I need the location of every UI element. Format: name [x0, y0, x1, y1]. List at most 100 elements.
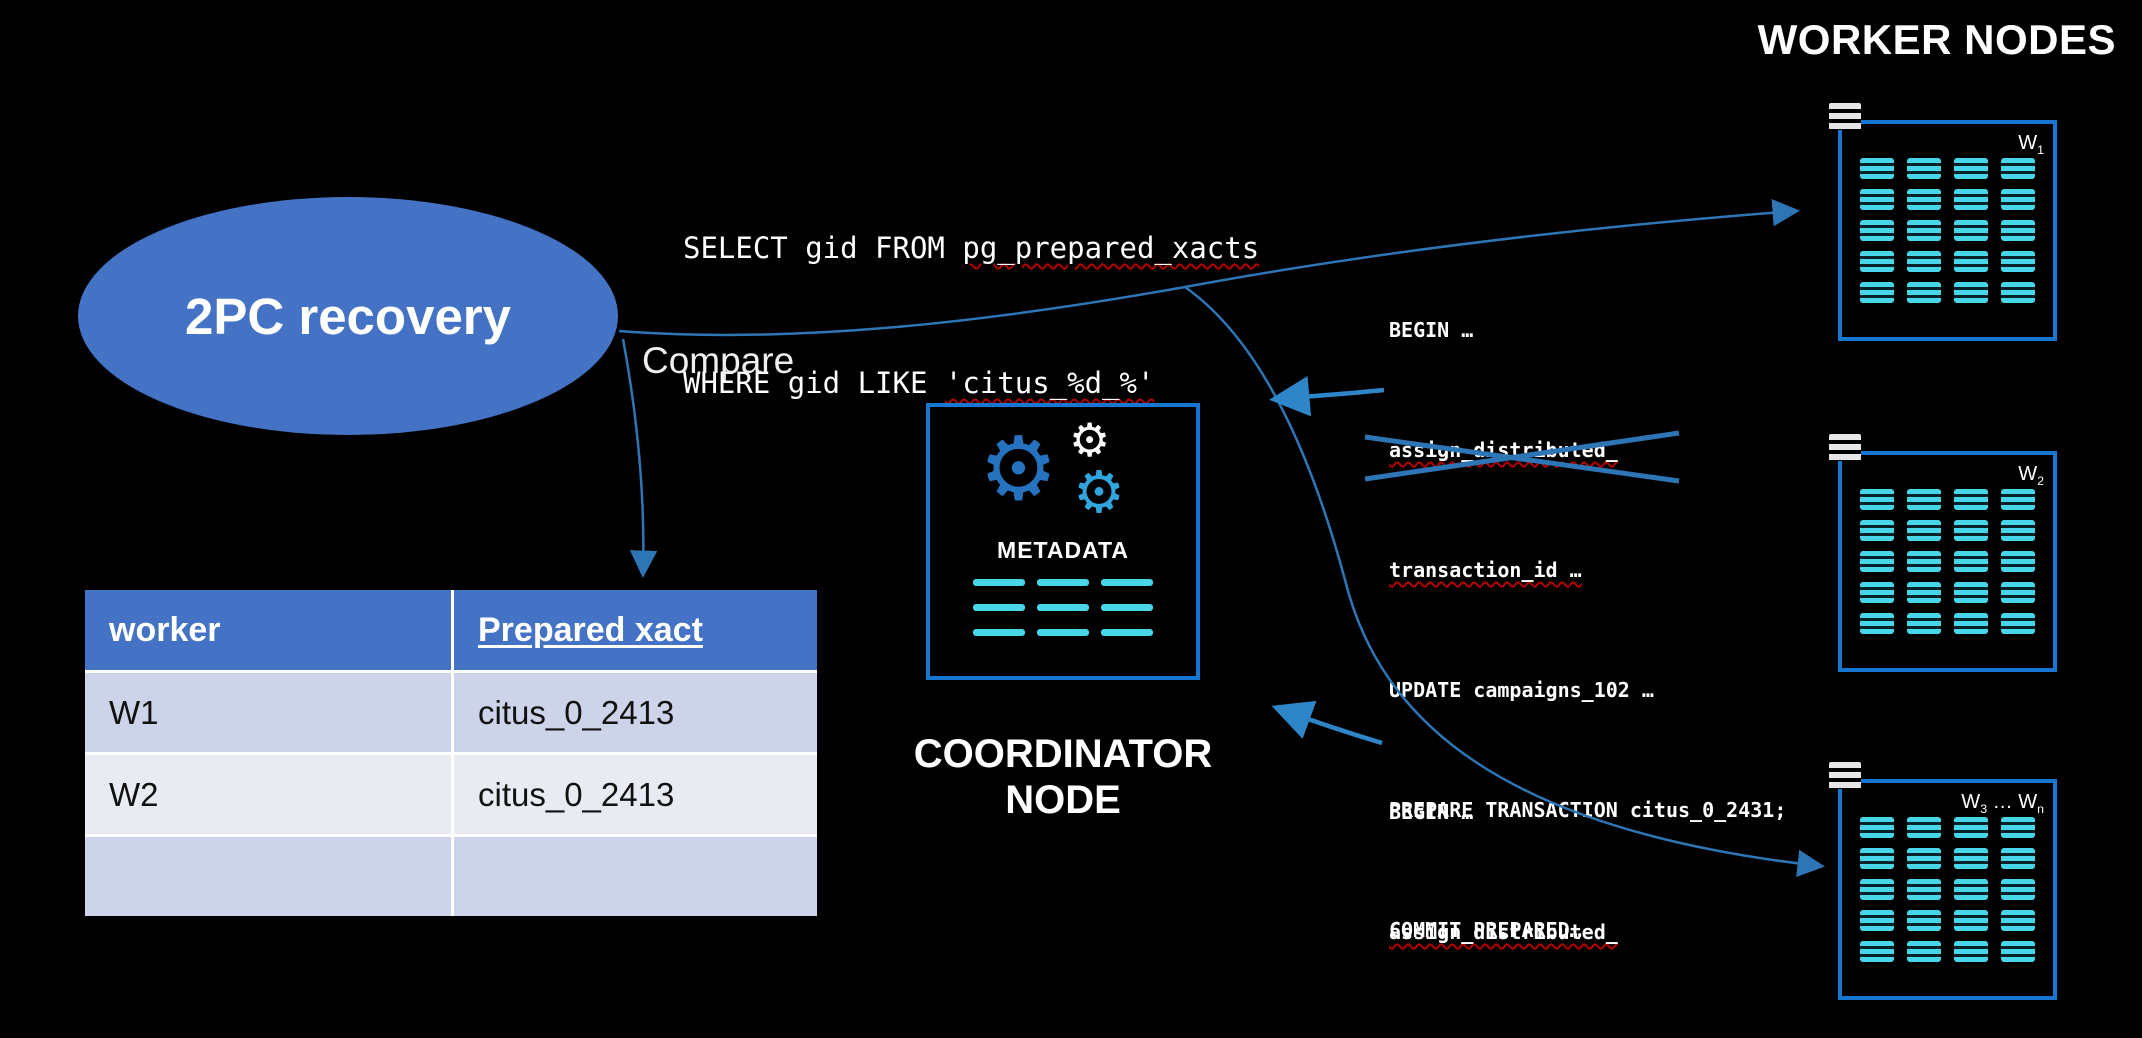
code-line-crossed-out: COMMIT PREPARED… — [1389, 918, 1582, 942]
shard-cell — [2001, 189, 2035, 210]
metadata-line — [1101, 579, 1153, 586]
shard-cell — [2001, 817, 2035, 838]
metadata-line — [1037, 604, 1089, 611]
table-cell-w1: W1 — [85, 670, 451, 752]
shard-cell — [1860, 551, 1894, 572]
gears-icon: ⚙ ⚙ ⚙ — [977, 417, 1149, 539]
metadata-line — [1101, 604, 1153, 611]
shard-cell — [2001, 613, 2035, 634]
transaction-code-block-2: BEGIN … assign_distributed_ transaction_… — [1389, 712, 1786, 1038]
table-header-worker: worker — [85, 590, 451, 670]
metadata-line — [973, 604, 1025, 611]
shard-cell — [1860, 910, 1894, 931]
code-line: UPDATE campaigns_102 … — [1389, 678, 1654, 702]
shard-cell — [2001, 251, 2035, 272]
shard-cell — [1860, 879, 1894, 900]
shard-cell — [1954, 817, 1988, 838]
server-stack-icon — [1829, 762, 1861, 789]
shard-cell — [2001, 282, 2035, 303]
sql-line-1: SELECT gid FROM pg_prepared_xacts — [683, 226, 1259, 271]
shard-cell — [1907, 158, 1941, 179]
shard-cell — [1907, 189, 1941, 210]
shard-grid-icon — [1842, 455, 2053, 668]
shard-cell — [1907, 613, 1941, 634]
arrow-code2-to-coordinator — [1271, 700, 1383, 746]
shard-cell — [1860, 941, 1894, 962]
shard-grid-icon — [1842, 783, 2053, 996]
shard-cell — [1907, 220, 1941, 241]
metadata-line — [1101, 629, 1153, 636]
shard-cell — [1860, 520, 1894, 541]
shard-cell — [1907, 848, 1941, 869]
shard-cell — [1860, 582, 1894, 603]
table-header-prepared-xact: Prepared xact — [451, 590, 817, 670]
worker-label-base: W — [1961, 791, 1981, 813]
coordinator-label-line1: COORDINATOR — [913, 732, 1213, 776]
shard-cell — [1860, 489, 1894, 510]
worker-label-w1: W1 — [2018, 132, 2044, 157]
shard-cell — [1907, 251, 1941, 272]
table-header-prepared-xact-label: Prepared xact — [478, 610, 703, 649]
code-line: transaction_id … — [1389, 558, 1582, 582]
shard-cell — [1954, 489, 1988, 510]
shard-cell — [1907, 282, 1941, 303]
shard-cell — [2001, 158, 2035, 179]
arrow-code1-to-coordinator — [1269, 376, 1385, 417]
worker-label-base: W — [2018, 463, 2038, 485]
metadata-line — [973, 579, 1025, 586]
table-cell-w2: W2 — [85, 752, 451, 834]
worker-node-w2: W2 — [1829, 434, 2057, 672]
worker-label-sub: 2 — [2037, 474, 2044, 488]
shard-grid-icon — [1842, 124, 2053, 337]
code-line: BEGIN … — [1389, 800, 1474, 824]
shard-cell — [1860, 817, 1894, 838]
shard-cell — [1954, 520, 1988, 541]
worker-label-base: W — [2018, 132, 2038, 154]
shard-cell — [1860, 848, 1894, 869]
metadata-line — [1037, 579, 1089, 586]
code-line: assign_distributed_ — [1389, 438, 1618, 462]
coordinator-node-label: COORDINATOR NODE — [858, 731, 1268, 823]
shard-cell — [1954, 910, 1988, 931]
shard-cell — [1954, 189, 1988, 210]
arrow-ellipse-to-table — [621, 338, 658, 578]
shard-cell — [2001, 489, 2035, 510]
worker-label-sub: 1 — [2037, 143, 2044, 157]
shard-cell — [1907, 489, 1941, 510]
coordinator-label-line2: NODE — [1005, 778, 1121, 822]
shard-cell — [1860, 613, 1894, 634]
shard-cell — [2001, 582, 2035, 603]
recovery-ellipse-label: 2PC recovery — [184, 287, 512, 345]
shard-cell — [2001, 941, 2035, 962]
shard-cell — [1954, 879, 1988, 900]
code-line: transaction_id … — [1389, 1032, 1786, 1038]
shard-cell — [1907, 879, 1941, 900]
shard-cell — [1954, 158, 1988, 179]
recovery-ellipse: 2PC recovery — [78, 197, 618, 435]
shard-cell — [1907, 941, 1941, 962]
shard-cell — [1860, 251, 1894, 272]
sql-line1-highlight: pg_prepared_xacts — [962, 231, 1260, 265]
shard-cell — [1954, 613, 1988, 634]
shard-cell — [2001, 848, 2035, 869]
prepared-xact-table: worker Prepared xact W1 citus_0_2413 W2 … — [85, 590, 817, 916]
metadata-label: METADATA — [997, 537, 1129, 563]
gear-icon-cyan: ⚙ — [1073, 458, 1125, 526]
sql-line2-text: WHERE gid LIKE — [683, 366, 945, 400]
sql-line2-highlight: 'citus_%d_%' — [944, 366, 1155, 400]
shard-cell — [1860, 220, 1894, 241]
shard-cell — [1907, 910, 1941, 931]
shard-cell — [1954, 848, 1988, 869]
worker-label-extra-sub: n — [2037, 802, 2044, 816]
worker-node-w3-wn: W3 … Wn — [1829, 762, 2057, 1000]
code-line: BEGIN … — [1389, 318, 1474, 342]
shard-cell — [1907, 582, 1941, 603]
gear-icon-blue: ⚙ — [979, 417, 1058, 520]
metadata-lines-icon — [973, 579, 1153, 636]
shard-cell — [1860, 282, 1894, 303]
coordinator-node-box: ⚙ ⚙ ⚙ METADATA — [926, 403, 1200, 680]
worker-label-sub: 3 — [1980, 802, 1988, 816]
shard-cell — [2001, 551, 2035, 572]
table-cell-w1-xact: citus_0_2413 — [451, 670, 817, 752]
